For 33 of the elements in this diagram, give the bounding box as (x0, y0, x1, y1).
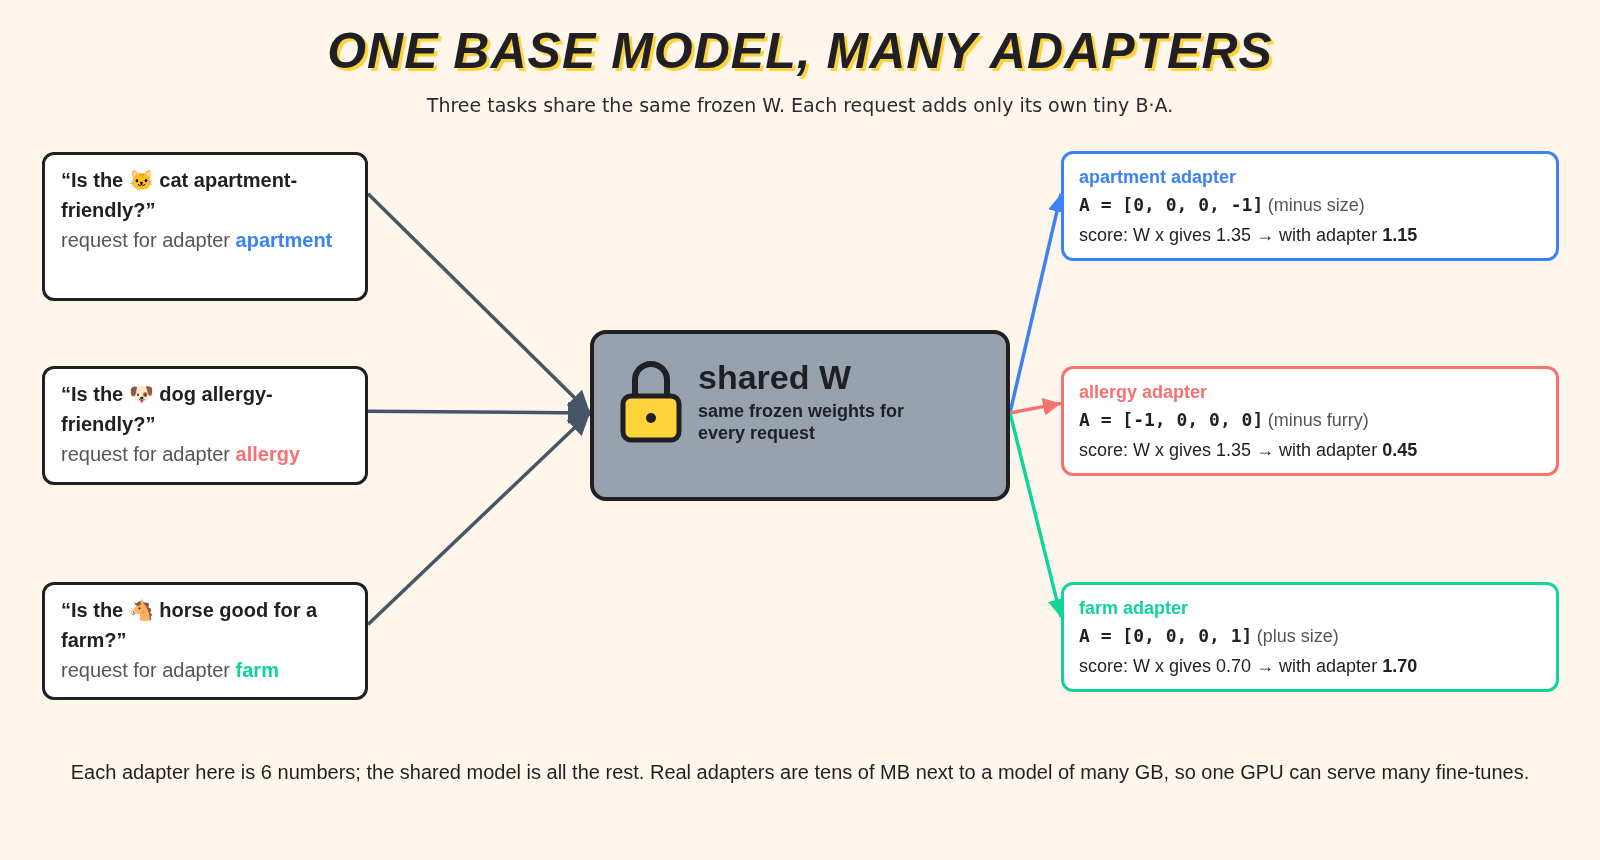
request-card (42, 366, 368, 485)
vector-code: A = [-1, 0, 0, 0] (1079, 409, 1264, 430)
title: ONE BASE MODEL, MANY ADAPTERS (327, 23, 1273, 79)
score-text: score: W x gives 1.35 → with adapter 1.15 (1079, 224, 1419, 247)
adapter-card (1061, 366, 1559, 476)
vector-note: (plus size) (1256, 626, 1339, 646)
request-text: request for adapter farm (61, 658, 280, 683)
request-text: request for adapter apartment (61, 228, 334, 253)
score-text: score: W x gives 1.35 → with adapter 0.45 (1079, 439, 1419, 462)
arrow (368, 401, 590, 424)
adapter-title: apartment adapter (1079, 166, 1238, 189)
arrow (1009, 397, 1062, 416)
arrow (366, 411, 592, 626)
request-card (42, 582, 368, 700)
vector-note: (minus furry) (1267, 410, 1369, 430)
vector-code: A = [0, 0, 0, 1] (1079, 625, 1253, 646)
vector-note: (minus size) (1267, 195, 1365, 215)
model-title: shared W (698, 358, 852, 397)
model-description: same frozen weights for every request (698, 400, 906, 444)
adapter-card (1061, 582, 1559, 692)
question-text: “Is the 🐴 horse good for a farm?” (61, 598, 319, 653)
score-text: score: W x gives 0.70 → with adapter 1.70 (1079, 655, 1419, 678)
adapter-card (1061, 151, 1559, 261)
subtitle: Three tasks share the same frozen W. Each request adds only its own tiny B·A. (426, 94, 1174, 116)
caption: Each adapter here is 6 numbers; the shared model is all the rest. Real adapters are tens of MB next to a model of many GB, so one GPU can serve many fine-tunes. (69, 760, 1531, 785)
request-text: request for adapter allergy (61, 442, 302, 467)
model-box (590, 330, 1010, 501)
question-text: “Is the 🐱 cat apartment-friendly?” (61, 168, 299, 223)
adapter-title: allergy adapter (1079, 381, 1209, 404)
adapter-title: farm adapter (1079, 597, 1190, 620)
request-card (42, 152, 368, 301)
question-text: “Is the 🐶 dog allergy-friendly?” (61, 382, 274, 437)
vector-code: A = [0, 0, 0, -1] (1079, 194, 1264, 215)
